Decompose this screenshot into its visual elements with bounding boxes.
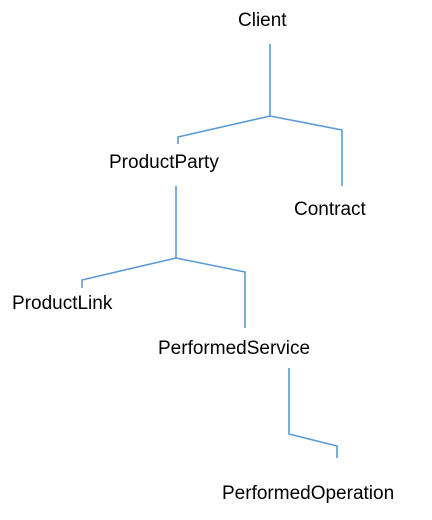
connector-performedservice-performedoperation (288, 368, 338, 458)
node-contract: Contract (294, 199, 366, 220)
node-performed-operation: PerformedOperation (222, 483, 395, 504)
connector-productparty-productlink (81, 186, 177, 288)
node-product-link: ProductLink (12, 293, 113, 314)
node-client: Client (238, 10, 287, 31)
connector-client-contract (269, 115, 343, 186)
connector-productparty-performedservice (175, 257, 246, 328)
connector-client-productparty (177, 44, 271, 144)
node-product-party: ProductParty (109, 152, 219, 173)
node-performed-service: PerformedService (158, 338, 311, 359)
